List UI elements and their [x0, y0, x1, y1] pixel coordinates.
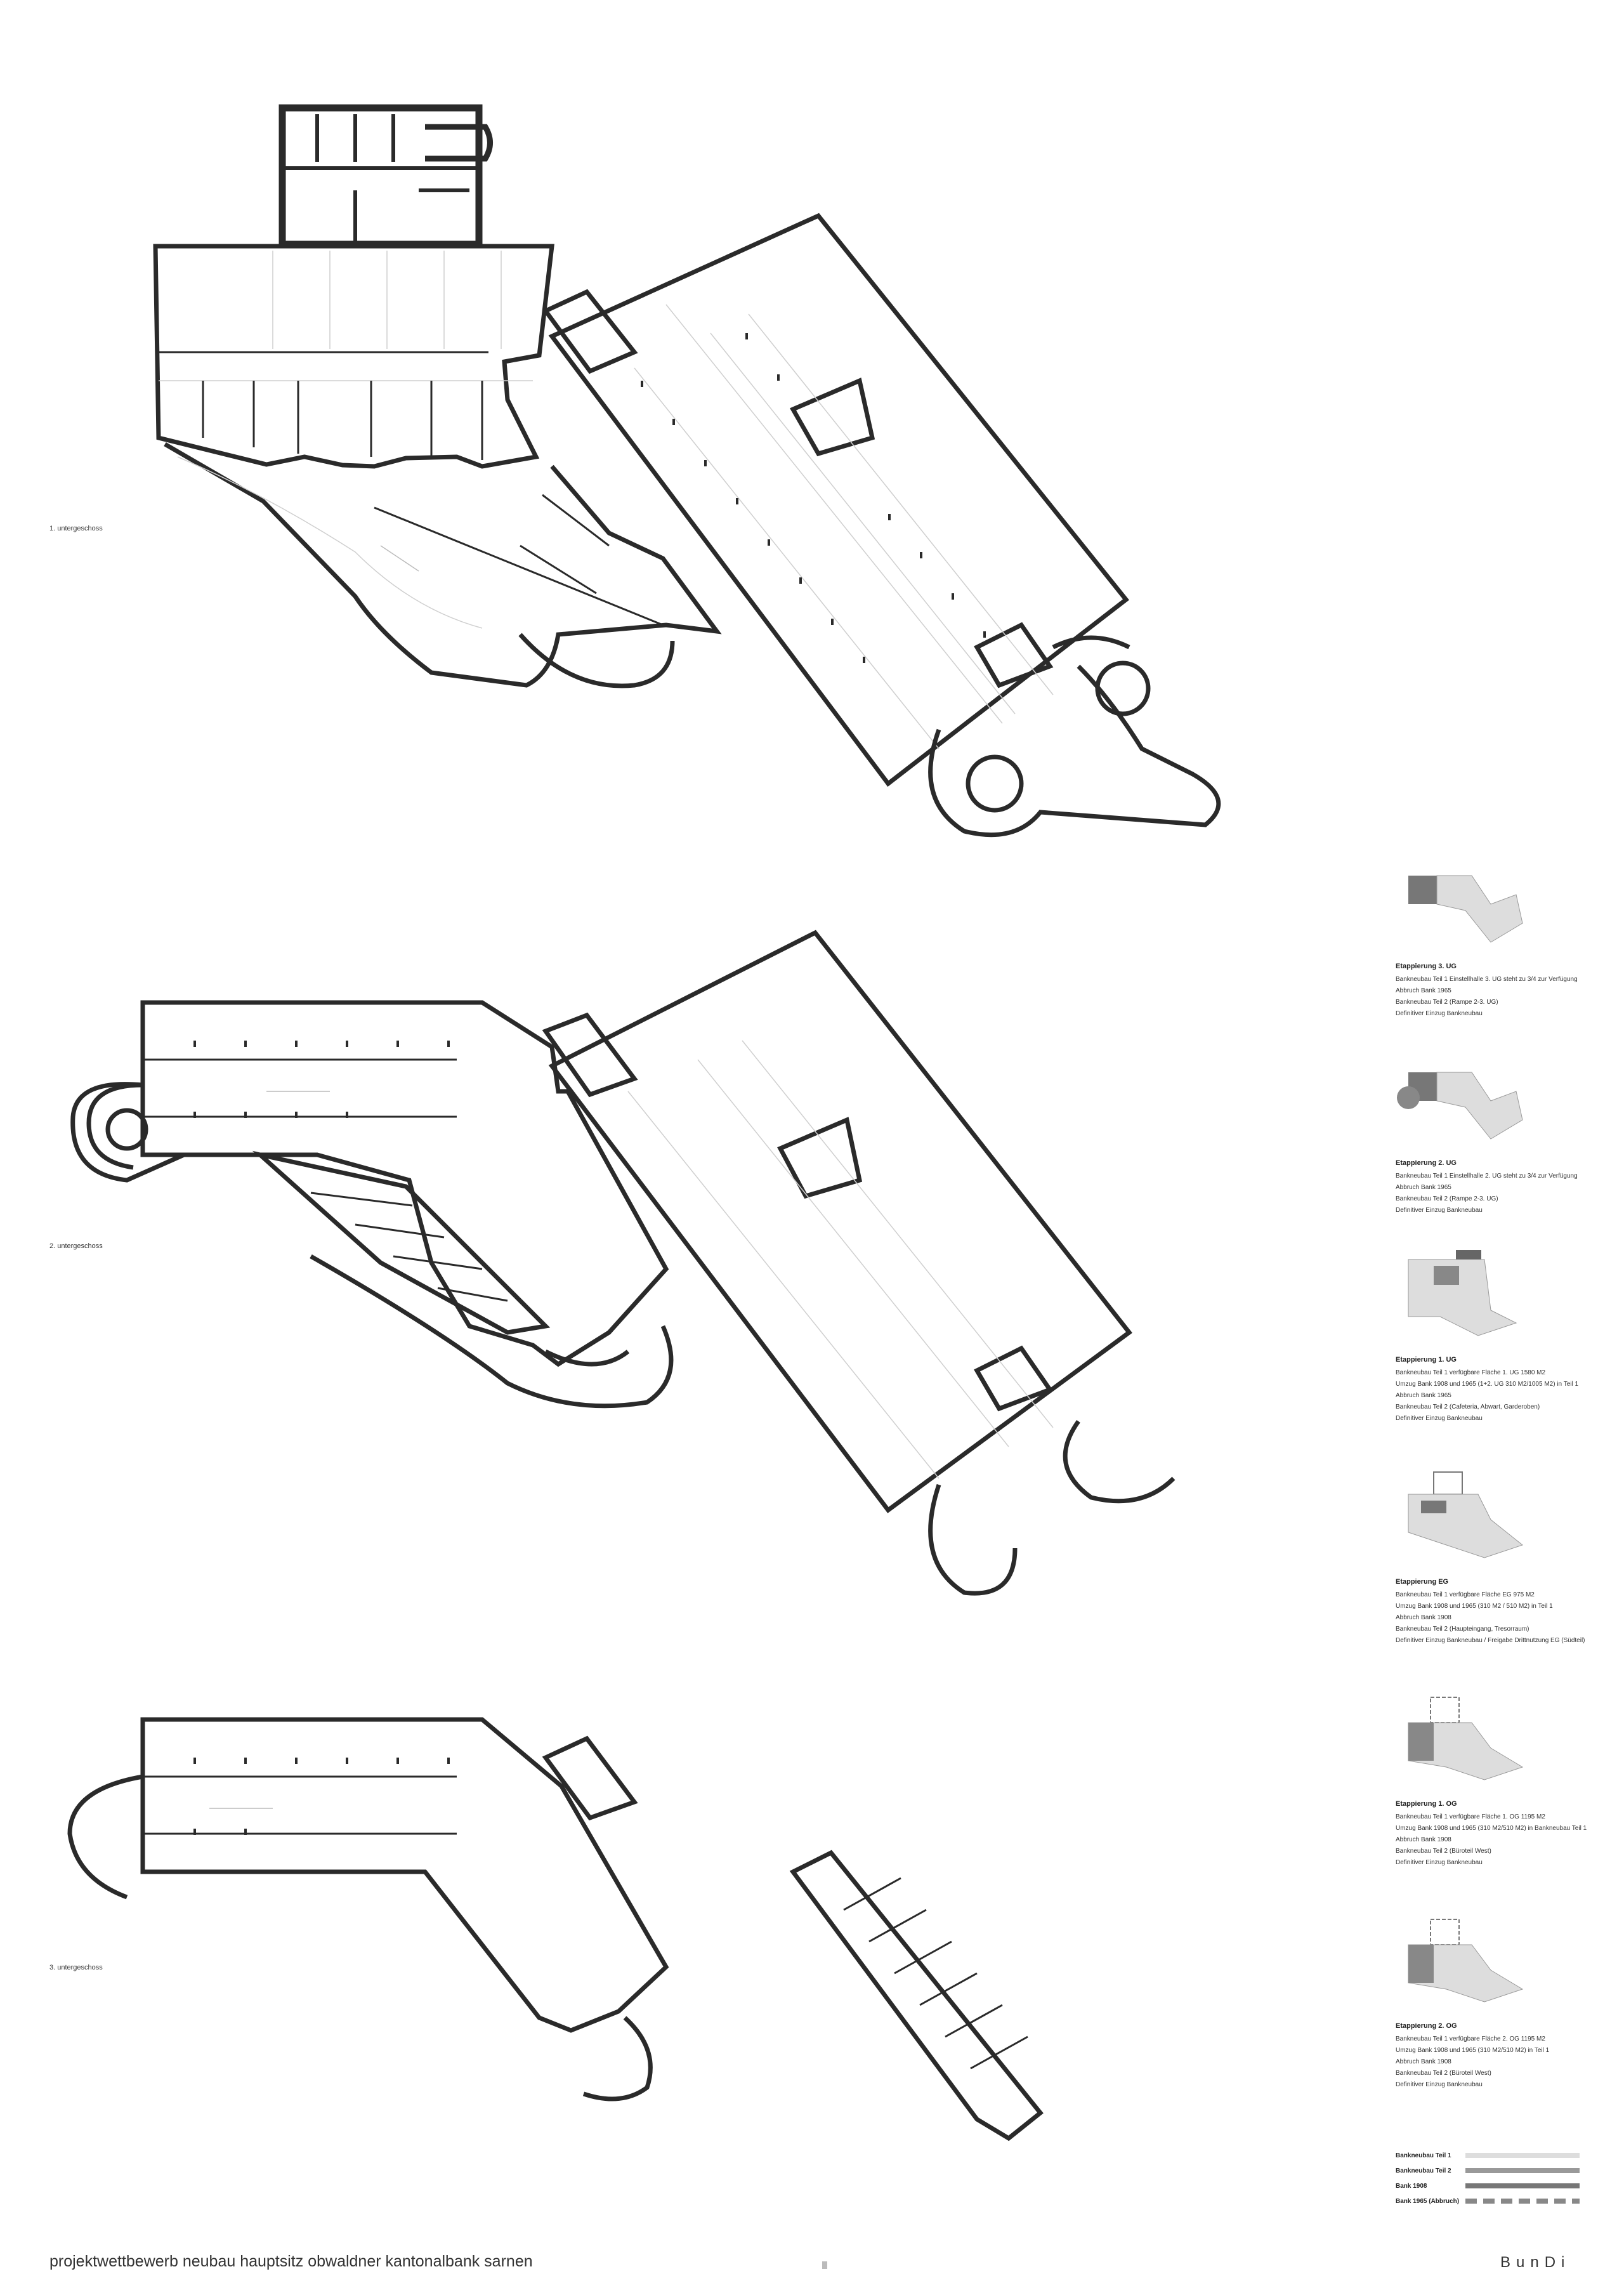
floor-label-ug3: 3. untergeschoss: [49, 1964, 103, 1971]
stage-line: Definitiver Einzug Bankneubau: [1396, 2081, 1483, 2088]
stage-thumbnail: [1408, 875, 1523, 943]
stage-line: Definitiver Einzug Bankneubau: [1396, 1207, 1483, 1214]
stage-panel-3ug: Etappierung 3. UG Bankneubau Teil 1 Eins…: [1396, 866, 1611, 1020]
legend-label: Bankneubau Teil 1: [1396, 2152, 1451, 2159]
stage-line: Bankneubau Teil 1 verfügbare Fläche EG 9…: [1396, 1591, 1535, 1598]
legend-label: Bank 1965 (Abbruch): [1396, 2197, 1460, 2205]
stage-line: Bankneubau Teil 1 Einstellhalle 3. UG st…: [1396, 976, 1578, 983]
stage-panel-1og: Etappierung 1. OG Bankneubau Teil 1 verf…: [1396, 1691, 1611, 1869]
legend-label: Bankneubau Teil 2: [1396, 2167, 1451, 2174]
stage-panel-2ug: Etappierung 2. UG Bankneubau Teil 1 Eins…: [1396, 1063, 1611, 1216]
stage-line: Bankneubau Teil 2 (Haupteingang, Tresorr…: [1396, 1626, 1529, 1633]
stage-line: Umzug Bank 1908 und 1965 (310 M2 / 510 M…: [1396, 1603, 1553, 1610]
stage-title: Etappierung 1. UG: [1396, 1356, 1457, 1364]
stage-line: Abbruch Bank 1908: [1396, 2058, 1451, 2065]
legend-row: Bank 1908: [1396, 2178, 1605, 2193]
stage-line: Definitiver Einzug Bankneubau: [1396, 1859, 1483, 1866]
floor-plans-drawing: .wall { fill: none; stroke: #2a2a2a; str…: [67, 104, 1221, 2141]
garage-ug1: [542, 213, 1129, 787]
plan-ug2: [70, 930, 1175, 1596]
stage-thumbnail: [1408, 1250, 1517, 1336]
bank-1908-block: [278, 104, 493, 248]
stage-thumbnail: [1397, 1072, 1523, 1140]
floor-label-ug1: 1. untergeschoss: [49, 525, 103, 532]
stage-line: Definitiver Einzug Bankneubau: [1396, 1010, 1483, 1017]
stage-line: Bankneubau Teil 2 (Rampe 2-3. UG): [1396, 1195, 1498, 1202]
stage-title: Etappierung EG: [1396, 1578, 1449, 1586]
stage-thumbnail: [1408, 1471, 1524, 1558]
stage-line: Umzug Bank 1908 und 1965 (1+2. UG 310 M2…: [1396, 1381, 1579, 1388]
footer-brand-logo: BunDi: [1500, 2254, 1571, 2271]
stage-panel-1ug: Etappierung 1. UG Bankneubau Teil 1 verf…: [1396, 1247, 1611, 1424]
legend-row: Bankneubau Teil 1: [1396, 2148, 1605, 2163]
plan-ug3: [67, 1717, 1044, 2141]
legend-label: Bank 1908: [1396, 2182, 1427, 2190]
stage-line: Abbruch Bank 1908: [1396, 1836, 1451, 1843]
stage-line: Bankneubau Teil 2 (Cafeteria, Abwart, Ga…: [1396, 1404, 1540, 1411]
stage-thumbnail: [1408, 1697, 1524, 1780]
stage-line: Abbruch Bank 1965: [1396, 987, 1451, 994]
stage-line: Bankneubau Teil 2 (Büroteil West): [1396, 1848, 1491, 1855]
stage-title: Etappierung 2. OG: [1396, 2022, 1457, 2030]
stage-panel-2og: Etappierung 2. OG Bankneubau Teil 1 verf…: [1396, 1913, 1611, 2091]
legend-swatch-dashed: [1465, 2199, 1580, 2204]
stage-line: Abbruch Bank 1908: [1396, 1614, 1451, 1621]
legend-swatch-dark: [1465, 2183, 1580, 2188]
stage-title: Etappierung 3. UG: [1396, 963, 1457, 970]
stage-thumbnail: [1408, 1919, 1524, 2002]
stage-line: Bankneubau Teil 1 verfügbare Fläche 1. U…: [1396, 1369, 1546, 1376]
legend-swatch-light: [1465, 2153, 1580, 2158]
legend-row: Bank 1965 (Abbruch): [1396, 2193, 1605, 2209]
floor-label-ug2: 2. untergeschoss: [49, 1242, 103, 1250]
legend: Bankneubau Teil 1 Bankneubau Teil 2 Bank…: [1396, 2148, 1605, 2209]
legend-swatch-mid: [1465, 2168, 1580, 2173]
stage-line: Bankneubau Teil 1 verfügbare Fläche 1. O…: [1396, 1813, 1545, 1820]
stage-line: Umzug Bank 1908 und 1965 (310 M2/510 M2)…: [1396, 1825, 1587, 1832]
stage-title: Etappierung 1. OG: [1396, 1800, 1457, 1808]
stage-title: Etappierung 2. UG: [1396, 1159, 1457, 1167]
stage-line: Abbruch Bank 1965: [1396, 1392, 1451, 1399]
stage-line: Bankneubau Teil 1 Einstellhalle 2. UG st…: [1396, 1173, 1578, 1180]
stage-line: Umzug Bank 1908 und 1965 (310 M2/510 M2)…: [1396, 2047, 1550, 2054]
legend-row: Bankneubau Teil 2: [1396, 2163, 1605, 2178]
stage-line: Definitiver Einzug Bankneubau / Freigabe…: [1396, 1637, 1585, 1644]
stage-line: Bankneubau Teil 2 (Rampe 2-3. UG): [1396, 999, 1498, 1006]
stage-line: Bankneubau Teil 2 (Büroteil West): [1396, 2070, 1491, 2077]
stage-line: Abbruch Bank 1965: [1396, 1184, 1451, 1191]
stage-panel-eg: Etappierung EG Bankneubau Teil 1 verfügb…: [1396, 1469, 1611, 1647]
plan-ug1: [153, 104, 1221, 838]
stage-line: Bankneubau Teil 1 verfügbare Fläche 2. O…: [1396, 2035, 1545, 2042]
footer-title: projektwettbewerb neubau hauptsitz obwal…: [49, 2252, 533, 2270]
page-marker: [822, 2261, 827, 2269]
stage-line: Definitiver Einzug Bankneubau: [1396, 1415, 1483, 1422]
